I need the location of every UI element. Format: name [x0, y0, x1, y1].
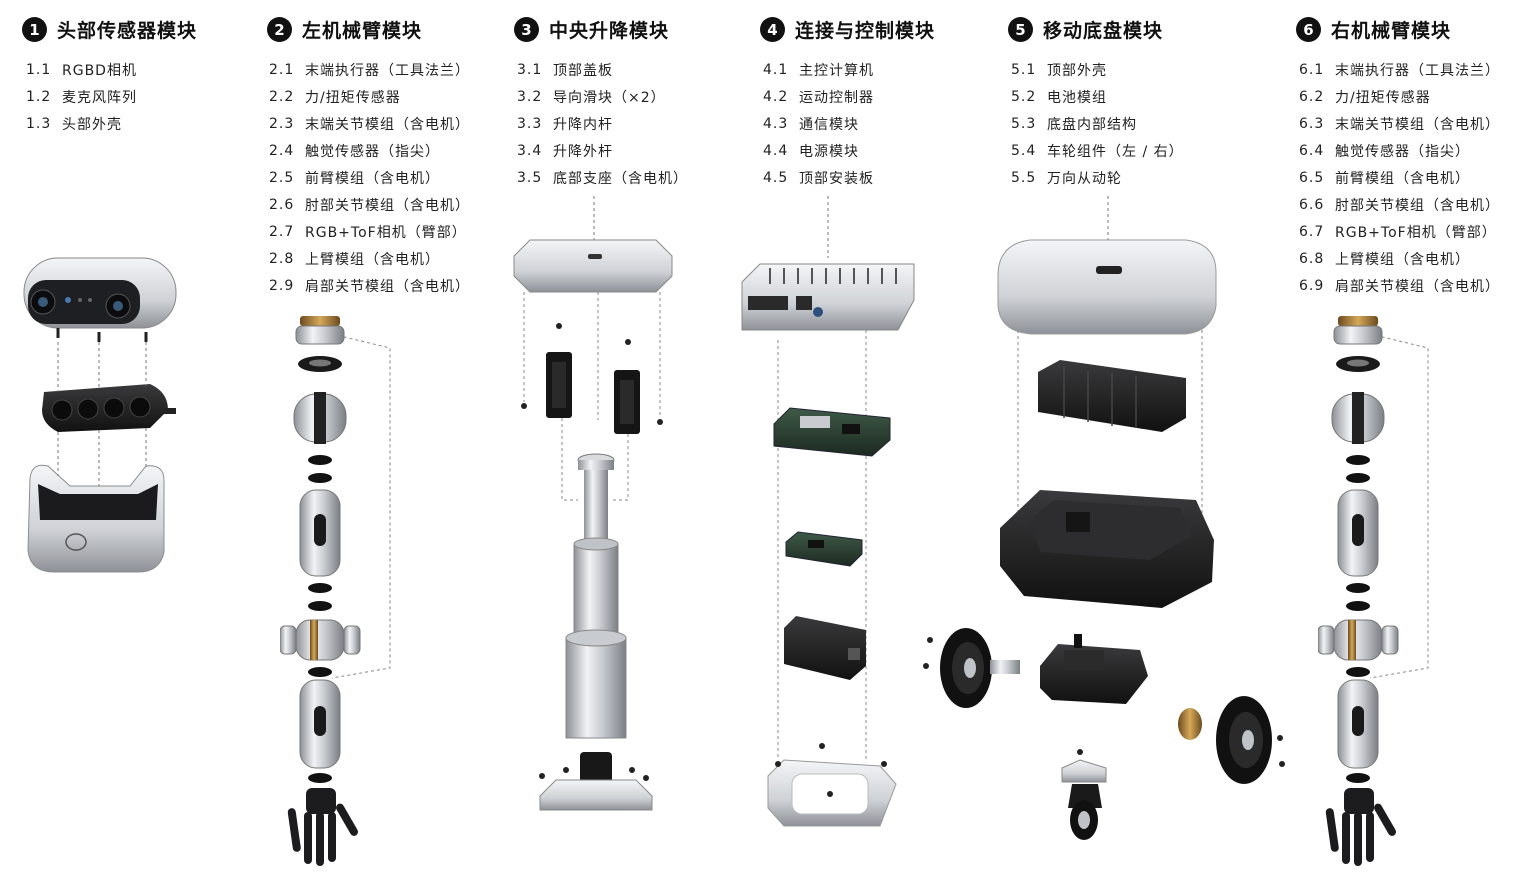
microphone-array-part — [42, 384, 176, 432]
wheel-mount-bracket-part — [1040, 634, 1148, 704]
lift-module-illustration — [514, 196, 672, 810]
left-arm-module-illustration — [280, 316, 390, 866]
chassis-module-illustration — [923, 196, 1285, 840]
caster-wheel-part — [1062, 749, 1106, 840]
motion-controller-part — [774, 408, 890, 456]
chassis-top-shell-part — [998, 240, 1216, 334]
chassis-internal-structure-part — [1000, 490, 1214, 608]
wheel-assembly-right-part — [1178, 696, 1285, 784]
main-computer-part — [742, 264, 914, 330]
communication-module-part — [786, 532, 862, 566]
rgbd-camera-part — [24, 258, 176, 328]
lift-base-support-part — [539, 752, 652, 810]
lift-outer-rod-part — [566, 538, 626, 738]
head-module-illustration — [24, 258, 176, 572]
top-mounting-plate-part — [768, 743, 896, 826]
head-shell-part — [28, 465, 164, 572]
head-screw-posts — [58, 328, 146, 342]
battery-pack-part — [1038, 360, 1186, 432]
control-module-illustration — [742, 196, 914, 826]
guide-sliders-part — [521, 323, 663, 434]
lift-top-cover-part — [514, 240, 672, 292]
wheel-assembly-left-part — [923, 628, 1020, 708]
right-arm-module-illustration — [1318, 316, 1428, 866]
lift-inner-rod-part — [578, 454, 614, 550]
power-module-part — [784, 616, 866, 680]
